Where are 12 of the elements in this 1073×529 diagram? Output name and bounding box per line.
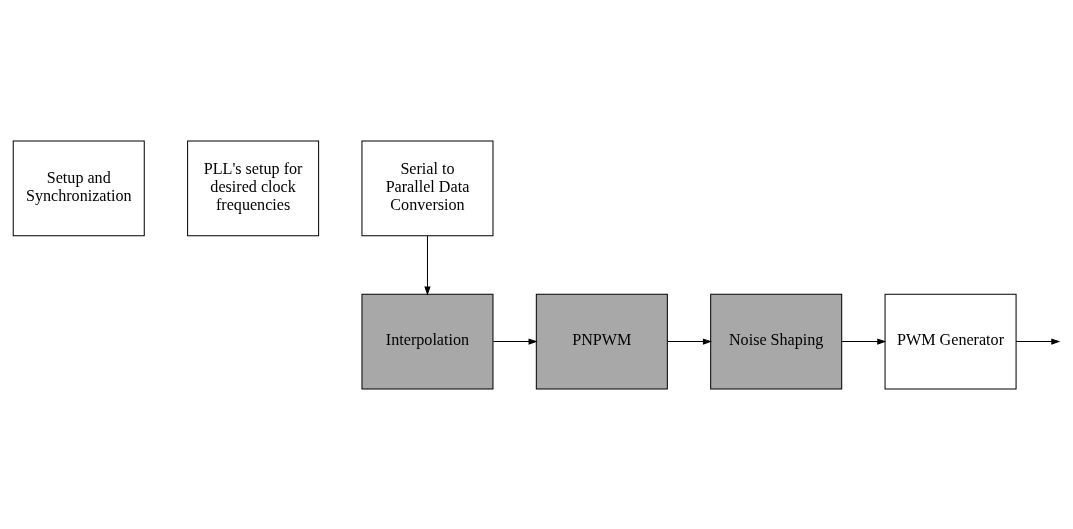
arrow [424, 235, 431, 296]
arrow [841, 337, 887, 345]
arrow [667, 337, 712, 345]
node-box: Serial to Parallel Data Conversion [361, 140, 494, 236]
arrow [492, 337, 538, 345]
node-box: Setup and Synchronization [12, 140, 145, 236]
node-box: PLL's setup for desired clock frequencies [187, 140, 320, 236]
node-box: PWM Generator [884, 293, 1017, 389]
arrow [1015, 337, 1061, 345]
node-box: Interpolation [361, 293, 494, 389]
node-box: Noise Shaping [710, 293, 843, 389]
node-box: PNPWM [535, 293, 668, 389]
